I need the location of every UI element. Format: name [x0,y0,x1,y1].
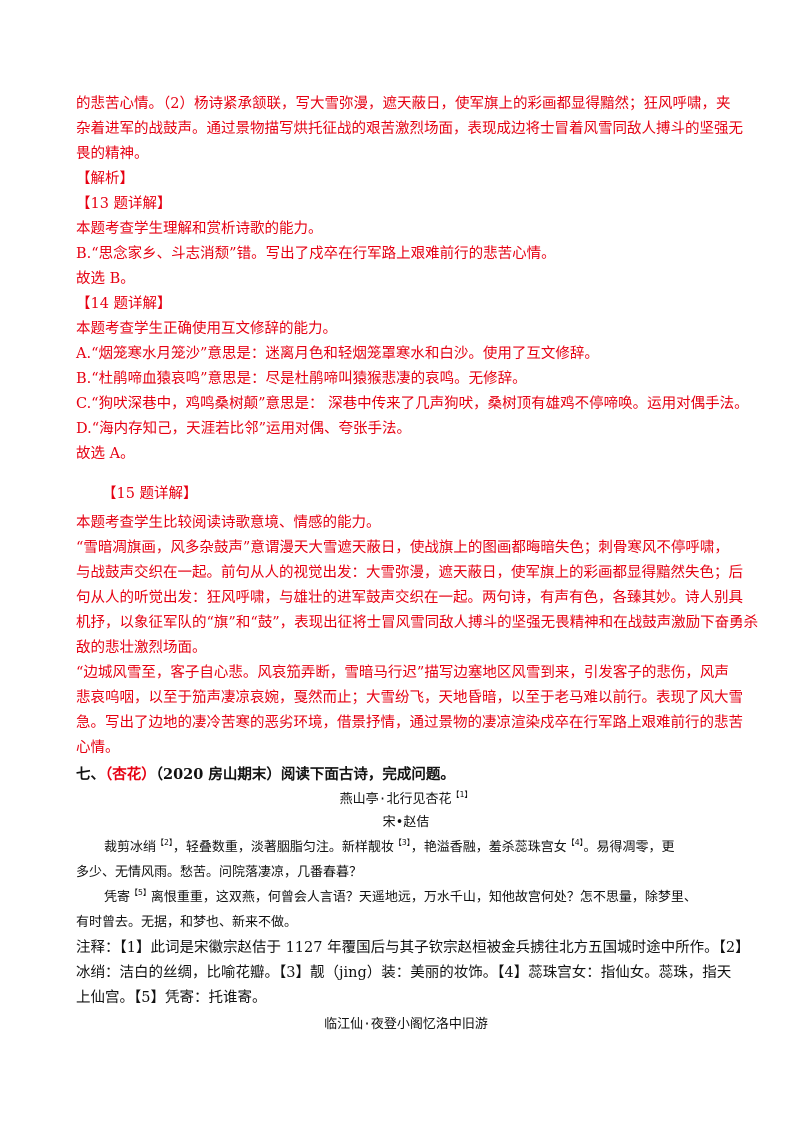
q14-line-1: 本题考查学生正确使用互文修辞的能力。 [76,321,337,337]
q15-line-8: 悲哀呜咽，以至于笳声凄凉哀婉，戛然而止；大雪纷飞，天地昏暗，以至于老马难以前行。… [76,690,743,706]
q13-line-1: 本题考查学生理解和赏析诗歌的能力。 [76,221,323,237]
poem2-title: 临江仙·夜登小阁忆洛中旧游 [324,1017,488,1032]
q14-line-6: 故选 A。 [76,446,135,462]
q15-line-7: “边城风雪至，客子自心悲。风哀笳弄断，雪暗马行迟”描写边塞地区风雪到来，引发客子… [76,665,729,681]
jiexi-label: 【解析】 [76,171,134,187]
q15-line-4: 句从人的听觉出发：狂风呼啸，与雄壮的进军鼓声交织在一起。两句诗，有声有色，各臻其… [76,590,743,606]
poem-text: 。易得凋零，更 [583,840,675,855]
footnote-ref: 【4】 [566,838,584,847]
q15-line-10: 心情。 [76,740,120,756]
section-instruction: （2020 房山期末）阅读下面古诗，完成问题。 [155,766,455,783]
notes-line-3: 上仙宫。【5】凭寄：托谁寄。 [76,990,267,1006]
answer-line-3: 畏的精神。 [76,146,149,162]
q15-line-3: 与战鼓声交织在一起。前句从人的视觉出发：大雪弥漫，遮天蔽日，使军旗上的彩画都显得… [76,565,743,581]
notes-line-1: 注释：【1】此词是宋徽宗赵佶于 1127 年覆国后与其子钦宗赵桓被金兵掳往北方五… [76,940,750,956]
footnote-ref: 【3】 [393,838,411,847]
poem-stanza1-line1: 裁剪冰绡【2】，轻叠数重，淡著胭脂匀注。新样靓妆【3】，艳溢香融，羞杀蕊珠宫女【… [104,838,736,858]
poem-author: 宋•赵佶 [382,815,430,830]
answer-line-2: 杂着进军的战鼓声。通过景物描写烘托征战的艰苦激烈场面，表现成边将士冒着风雪同敌人… [76,121,743,137]
q13-title: 【13 题详解】 [76,196,172,212]
q15-line-6: 敌的悲壮激烈场面。 [76,640,207,656]
poem-stanza1-line2: 多少、无情风雨。愁苦。问院落凄凉，几番春暮？ [76,865,363,880]
answer-line-1: 的悲苦心情。（2）杨诗紧承颔联，写大雪弥漫，遮天蔽日，使军旗上的彩画都显得黯然；… [76,96,731,112]
poem-text: 离恨重重，这双燕，何曾会人言语？天遥地远，万水千山，知他故宫何处？怎不思量，除梦… [150,890,697,905]
footnote-ref: 【2】 [156,838,173,847]
poem-title: 燕山亭·北行见杏花【1】 [76,790,736,810]
q14-line-4: C.“狗吠深巷中，鸡鸣桑树颠”意思是： 深巷中传来了几声狗吠，桑树顶有雄鸡不停啼… [76,396,749,412]
q15-line-5: 机抒，以象征军队的“旗”和“鼓”，表现出征将士冒风雪同敌人搏斗的坚强无畏精神和在… [76,615,759,631]
q14-title: 【14 题详解】 [76,296,172,312]
section-number: 七、 [76,766,105,783]
q15-line-9: 急。写出了边地的凄冷苦寒的恶劣环境，借景抒情，通过景物的凄凉渲染戍卒在行军路上艰… [76,715,743,731]
poem-title-text: 燕山亭·北行见杏花 [339,792,452,807]
q13-line-2: B.“思念家乡、斗志消颓”错。写出了戍卒在行军路上艰难前行的悲苦心情。 [76,246,556,262]
q15-line-2: “雪暗凋旗画，风多杂鼓声”意谓漫天大雪遮天蔽日，使战旗上的图画都晦暗失色；刺骨寒… [76,540,729,556]
poem-text: 裁剪冰绡 [104,840,157,855]
q14-line-5: D.“海内存知己，天涯若比邻”运用对偶、夸张手法。 [76,421,412,437]
poem-text: 凭寄 [104,890,131,905]
poem-text: ，轻叠数重，淡著胭脂匀注。新样靓妆 [172,840,394,855]
poem-text: ，艳溢香融，羞杀蕊珠宫女 [410,840,567,855]
poem-stanza2-line2: 有时曾去。无据，和梦也、新来不做。 [76,915,298,930]
q14-line-3: B.“杜鹃啼血猿哀鸣”意思是：尽是杜鹃啼叫猿猴悲凄的哀鸣。无修辞。 [76,371,527,387]
q15-title: 【15 题详解】 [102,486,198,502]
section-heading: 七、（杏花）（2020 房山期末）阅读下面古诗，完成问题。 [76,765,736,785]
poem-stanza2-line1: 凭寄【5】离恨重重，这双燕，何曾会人言语？天遥地远，万水千山，知他故宫何处？怎不… [104,888,736,908]
notes-line-2: 冰绡：洁白的丝绸，比喻花瓣。【3】靓（jing）装：美丽的妆饰。【4】蕊珠宫女：… [76,965,732,981]
footnote-ref: 【5】 [130,888,151,897]
q15-line-1: 本题考查学生比较阅读诗歌意境、情感的能力。 [76,515,381,531]
poem-title-note: 【1】 [451,790,473,799]
q13-line-3: 故选 B。 [76,271,135,287]
q14-line-2: A.“烟笼寒水月笼沙”意思是：迷离月色和轻烟笼罩寒水和白沙。使用了互文修辞。 [76,346,599,362]
section-tag: （杏花） [105,766,156,783]
